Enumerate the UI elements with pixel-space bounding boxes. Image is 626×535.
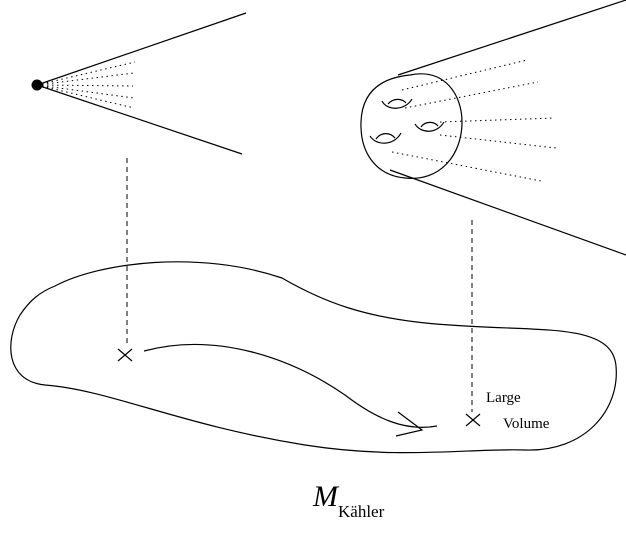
resolved-cone — [360, 0, 626, 256]
cone-right-dotted-rays — [391, 59, 557, 182]
moduli-space-subscript: Kähler — [338, 502, 385, 521]
handle-icon — [381, 98, 413, 109]
singular-cone — [31, 12, 247, 155]
resolved-blob — [360, 73, 463, 179]
handle-icon — [414, 121, 445, 132]
large-volume-label-line2: Volume — [503, 416, 550, 432]
path-arrowhead-icon — [395, 411, 424, 437]
singular-point — [31, 79, 43, 91]
cone-left-dotted-rays — [36, 61, 136, 109]
moduli-space-boundary — [10, 261, 617, 454]
cone-left-lower-edge — [36, 84, 243, 155]
cone-left-upper-edge — [36, 12, 247, 86]
large-volume-marker-icon — [465, 413, 481, 427]
cone-right-lower-edge — [389, 169, 626, 256]
handle-icon — [369, 132, 402, 144]
moduli-path — [143, 343, 438, 428]
large-volume-label-line1: Large — [486, 390, 521, 406]
moduli-space-symbol: M — [312, 480, 340, 513]
cone-right-upper-edge — [397, 0, 626, 76]
singular-point-marker-icon — [117, 348, 133, 362]
